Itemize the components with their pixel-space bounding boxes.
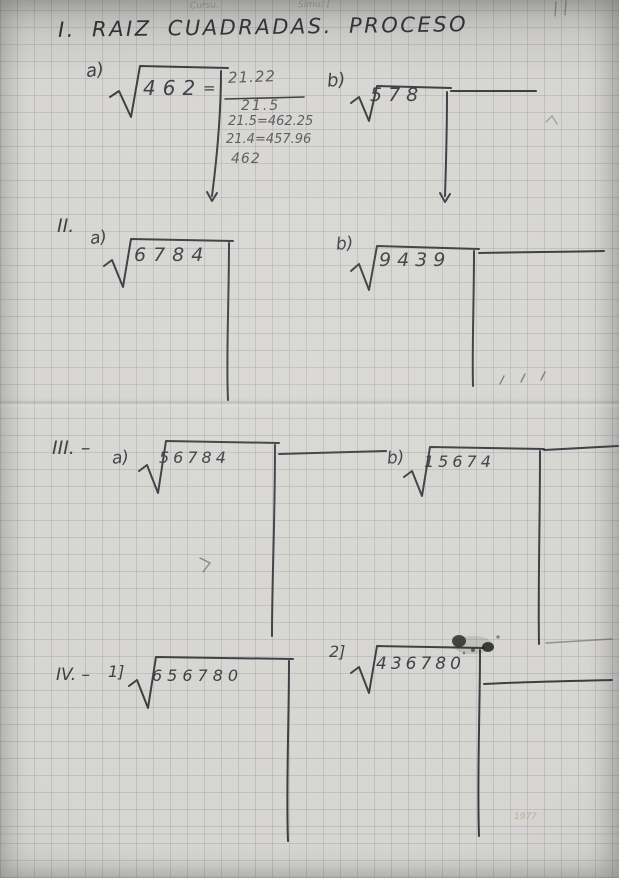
problem-3a-radicand: 56784 bbox=[159, 448, 230, 467]
section-4-label: IV. – bbox=[56, 665, 90, 685]
ink-blot bbox=[452, 635, 500, 655]
problem-1a-equals: = bbox=[203, 79, 216, 97]
check-mark-faint bbox=[545, 115, 558, 125]
ink-smudge bbox=[453, 636, 493, 654]
bottom-line-3b bbox=[545, 638, 613, 644]
drop-line-2a bbox=[226, 242, 230, 401]
result-line-2b bbox=[478, 250, 605, 254]
page-title: I. RAIZ CUADRADAS. PROCESO bbox=[57, 12, 469, 42]
problem-3a-label: a) bbox=[110, 447, 131, 469]
faint-header-left: Cursu. bbox=[189, 0, 220, 12]
drop-line-1b bbox=[444, 91, 448, 197]
ink-speck bbox=[471, 648, 475, 652]
problem-1a-work-line: 462 bbox=[231, 151, 261, 167]
problem-4b-label: 2] bbox=[329, 642, 346, 661]
problem-4b-radicand: 436780 bbox=[376, 654, 465, 674]
faint-header-right: Simu: [ bbox=[297, 0, 331, 11]
fold-crease-bottom bbox=[0, 833, 619, 835]
problem-1b-label: b) bbox=[325, 69, 347, 92]
problem-1a-work-line: 21.5=462.25 bbox=[228, 114, 314, 129]
section-3-label: III. – bbox=[52, 437, 91, 459]
problem-1a-radicand: 462 bbox=[143, 76, 203, 100]
arrow-down-icon-1a bbox=[206, 191, 218, 202]
problem-1b-radicand: 578 bbox=[370, 84, 425, 106]
drop-line-3a bbox=[271, 444, 276, 637]
problem-2b-radicand: 9439 bbox=[379, 249, 452, 271]
drop-line-2b bbox=[471, 250, 475, 387]
faint-footer-mark: 1977 bbox=[514, 812, 537, 822]
problem-1a-work-line: 21.5 bbox=[241, 98, 281, 114]
result-line-3b bbox=[543, 445, 619, 451]
ink-blot-small bbox=[482, 642, 494, 652]
drop-line-4a bbox=[286, 660, 290, 842]
result-line-4b bbox=[483, 679, 613, 685]
problem-2a-label: a) bbox=[88, 226, 109, 250]
problem-3b-radicand: 15674 bbox=[424, 452, 495, 471]
result-line-3a bbox=[278, 450, 387, 455]
ink-speck bbox=[496, 635, 500, 639]
drop-line-3b bbox=[537, 450, 541, 645]
problem-1a-work-line: 21.4=457.96 bbox=[226, 132, 312, 147]
arrow-down-icon-1b bbox=[439, 192, 451, 203]
ink-blot-large bbox=[452, 635, 466, 647]
problem-4a-label: 1] bbox=[108, 662, 125, 681]
margin-marks bbox=[554, 0, 567, 17]
drop-line-4b bbox=[477, 649, 481, 837]
problem-2b-label: b) bbox=[334, 233, 355, 255]
problem-1a-quotient: 21.22 bbox=[227, 67, 277, 87]
pencil-squiggle-3a bbox=[199, 557, 211, 573]
fold-crease-middle bbox=[0, 402, 619, 404]
section-2-label: II. bbox=[57, 215, 75, 237]
problem-1a-label: a) bbox=[84, 58, 106, 83]
problem-3b-label: b) bbox=[385, 447, 406, 469]
problem-4a-radicand: 656780 bbox=[152, 666, 244, 685]
problem-2a-radicand: 6784 bbox=[134, 244, 211, 266]
tick-marks-2b bbox=[499, 371, 546, 385]
